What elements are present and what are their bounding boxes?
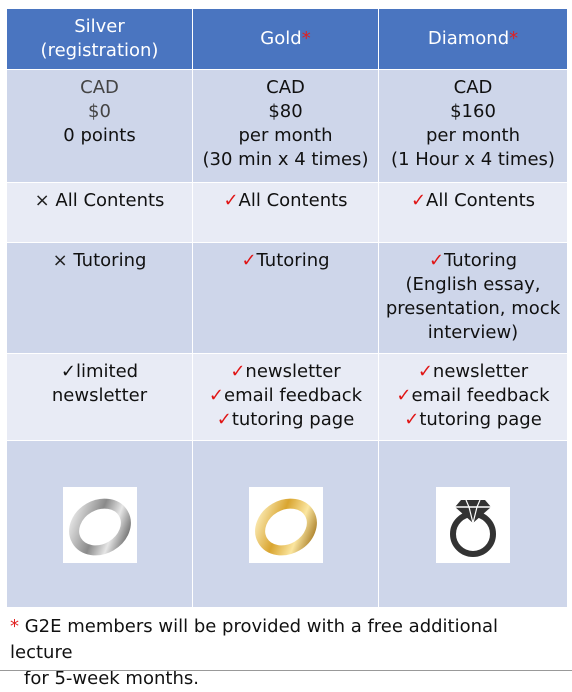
price-diamond-amount: $160: [450, 101, 496, 122]
ring-row: [6, 440, 568, 608]
cross-icon: ×: [34, 190, 50, 211]
contents-silver: × All Contents: [6, 182, 193, 243]
price-gold: CAD $80 per month (30 min x 4 times): [192, 69, 379, 183]
tutoring-diamond-detail: presentation, mock: [385, 298, 561, 319]
check-icon: ✓: [223, 190, 239, 211]
news-diamond-item: tutoring page: [419, 409, 542, 430]
tutoring-silver-label: Tutoring: [73, 250, 147, 271]
check-icon: ✓: [410, 190, 427, 211]
check-icon: ✓: [396, 385, 412, 406]
ring-silver-cell: [6, 440, 193, 608]
tutoring-silver: × Tutoring: [6, 242, 193, 354]
price-gold-amount: $80: [268, 101, 303, 122]
header-silver-subtitle: (registration): [40, 40, 159, 61]
header-gold-title: Gold: [260, 28, 302, 49]
price-diamond-period: per month: [425, 125, 521, 146]
price-gold-detail: (30 min x 4 times): [202, 149, 369, 170]
footnote-line2: for 5-week months.: [24, 668, 199, 689]
bottom-divider: [0, 670, 572, 671]
header-gold-asterisk: *: [301, 28, 311, 49]
news-silver-label: limited newsletter: [51, 361, 148, 406]
header-row: Silver (registration) Gold* Diamond*: [6, 8, 568, 70]
check-icon: ✓: [417, 361, 433, 382]
price-silver-points: 0 points: [63, 125, 136, 146]
header-silver-title: Silver: [74, 16, 125, 37]
tutoring-diamond-label: Tutoring: [444, 250, 518, 271]
footnote: * G2E members will be provided with a fr…: [10, 614, 566, 692]
price-diamond-detail: (1 Hour x 4 times): [391, 149, 555, 170]
news-diamond: ✓newsletter ✓email feedback ✓tutoring pa…: [378, 353, 568, 441]
header-diamond-title: Diamond: [427, 28, 510, 49]
price-gold-currency: CAD: [266, 77, 305, 98]
contents-row: × All Contents ✓All Contents ✓All Conten…: [6, 182, 568, 243]
header-diamond-asterisk: *: [509, 28, 519, 49]
check-icon: ✓: [428, 250, 445, 271]
tutoring-diamond: ✓Tutoring (English essay, presentation, …: [378, 242, 568, 354]
check-icon: ✓: [241, 250, 257, 271]
cross-icon: ×: [52, 250, 68, 271]
contents-diamond-label: All Contents: [426, 190, 536, 211]
footnote-line1: G2E members will be provided with a free…: [10, 616, 499, 663]
price-diamond-currency: CAD: [453, 77, 493, 98]
price-silver-amount: $0: [88, 101, 111, 122]
check-icon: ✓: [208, 385, 225, 406]
news-gold-item: tutoring page: [231, 409, 355, 430]
tutoring-row: × Tutoring ✓Tutoring ✓Tutoring (English …: [6, 242, 568, 354]
price-silver-currency: CAD: [80, 77, 119, 98]
tutoring-gold-label: Tutoring: [256, 250, 330, 271]
header-diamond: Diamond*: [378, 8, 568, 70]
contents-gold-label: All Contents: [238, 190, 348, 211]
price-gold-period: per month: [238, 125, 333, 146]
header-silver: Silver (registration): [6, 8, 193, 70]
newsletter-row: ✓limited newsletter ✓newsletter ✓email f…: [6, 353, 568, 441]
check-icon: ✓: [216, 409, 232, 430]
silver-ring-icon: [62, 487, 137, 563]
tutoring-diamond-detail: (English essay,: [405, 274, 541, 295]
news-silver: ✓limited newsletter: [6, 353, 193, 441]
tutoring-diamond-detail: interview): [427, 322, 519, 343]
ring-gold-cell: [192, 440, 379, 608]
news-gold-item: newsletter: [245, 361, 341, 382]
news-diamond-item: newsletter: [432, 361, 529, 382]
membership-table: Silver (registration) Gold* Diamond* CAD…: [6, 8, 568, 608]
ring-diamond-cell: [378, 440, 568, 608]
contents-silver-label: All Contents: [55, 190, 165, 211]
check-icon: ✓: [60, 361, 76, 382]
price-diamond: CAD $160 per month (1 Hour x 4 times): [378, 69, 568, 183]
contents-diamond: ✓All Contents: [378, 182, 568, 243]
contents-gold: ✓All Contents: [192, 182, 379, 243]
news-gold: ✓newsletter ✓email feedback ✓tutoring pa…: [192, 353, 379, 441]
check-icon: ✓: [230, 361, 246, 382]
price-silver: CAD $0 0 points: [6, 69, 193, 183]
tutoring-gold: ✓Tutoring: [192, 242, 379, 354]
price-row: CAD $0 0 points CAD $80 per month (30 mi…: [6, 69, 568, 183]
news-gold-item: email feedback: [224, 385, 363, 406]
news-diamond-item: email feedback: [411, 385, 550, 406]
footnote-asterisk: *: [10, 616, 19, 637]
check-icon: ✓: [404, 409, 420, 430]
gold-ring-icon: [248, 487, 323, 563]
diamond-ring-icon: [436, 487, 510, 563]
header-gold: Gold*: [192, 8, 379, 70]
